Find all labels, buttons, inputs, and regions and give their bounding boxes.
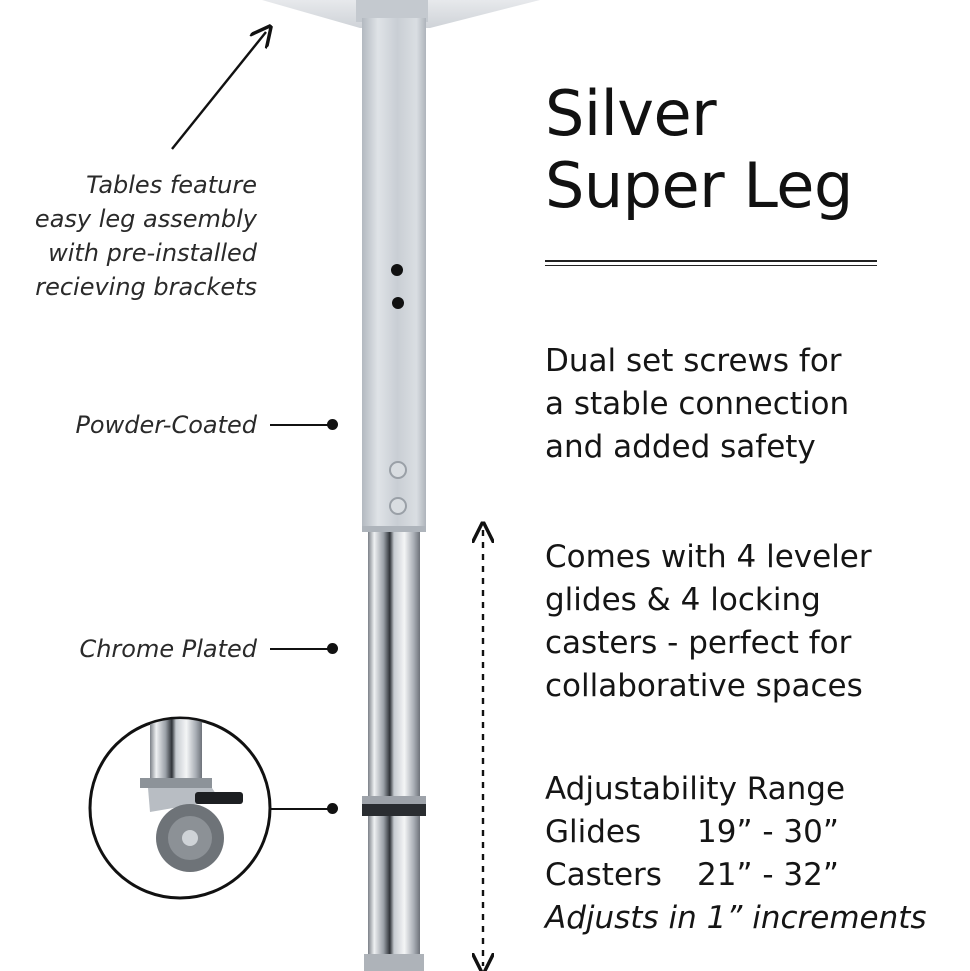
set-screw-hole-icon [391,264,403,276]
increment-note: Adjusts in 1” increments [545,900,927,936]
feature-glides-casters: Comes with 4 leveler glides & 4 locking … [545,536,872,708]
bracket-arrow [171,32,266,150]
caster-inset [88,716,272,900]
feature-set-screws: Dual set screws for a stable connection … [545,340,849,469]
chrome-plated-dot-icon [327,643,338,654]
table-top-plate [262,0,540,28]
chrome-plated-leader [270,648,332,650]
feature-line: and added safety [545,429,816,465]
feature-line: Comes with 4 leveler [545,539,872,575]
feature-line: glides & 4 locking [545,582,821,618]
assembly-callout: Tables feature easy leg assembly with pr… [35,168,257,304]
callout-line: with pre-installed [48,239,257,267]
set-screw-hole-icon [392,297,404,309]
feature-line: collaborative spaces [545,668,863,704]
casters-label: Casters [545,857,662,893]
powder-coated-label: Powder-Coated [75,411,257,439]
feature-line: Dual set screws for [545,343,842,379]
powder-coated-tube [362,18,426,532]
caster-leader [270,808,332,810]
product-title: Silver Super Leg [545,77,853,222]
casters-row: Casters 21” - 32” [545,854,927,897]
glides-label: Glides [545,814,642,850]
casters-value: 21” - 32” [697,857,839,893]
callout-line: Tables feature [86,171,257,199]
glides-value: 19” - 30” [697,814,839,850]
feature-line: casters - perfect for [545,625,852,661]
powder-coated-leader [270,424,332,426]
title-divider [545,260,877,262]
screw-icon [389,497,407,515]
screw-icon [389,461,407,479]
chrome-tube [362,532,426,971]
adjustability-range: Adjustability Range Glides 19” - 30” Cas… [545,768,927,940]
adjustability-heading: Adjustability Range [545,771,846,807]
caster-dot-icon [327,803,338,814]
title-divider-thin [545,265,877,266]
caster-lock-icon [195,792,243,804]
glides-row: Glides 19” - 30” [545,811,927,854]
powder-coated-dot-icon [327,419,338,430]
callout-line: recieving brackets [35,273,257,301]
callout-line: easy leg assembly [34,205,257,233]
chrome-plated-label: Chrome Plated [79,635,257,663]
feature-line: a stable connection [545,386,850,422]
